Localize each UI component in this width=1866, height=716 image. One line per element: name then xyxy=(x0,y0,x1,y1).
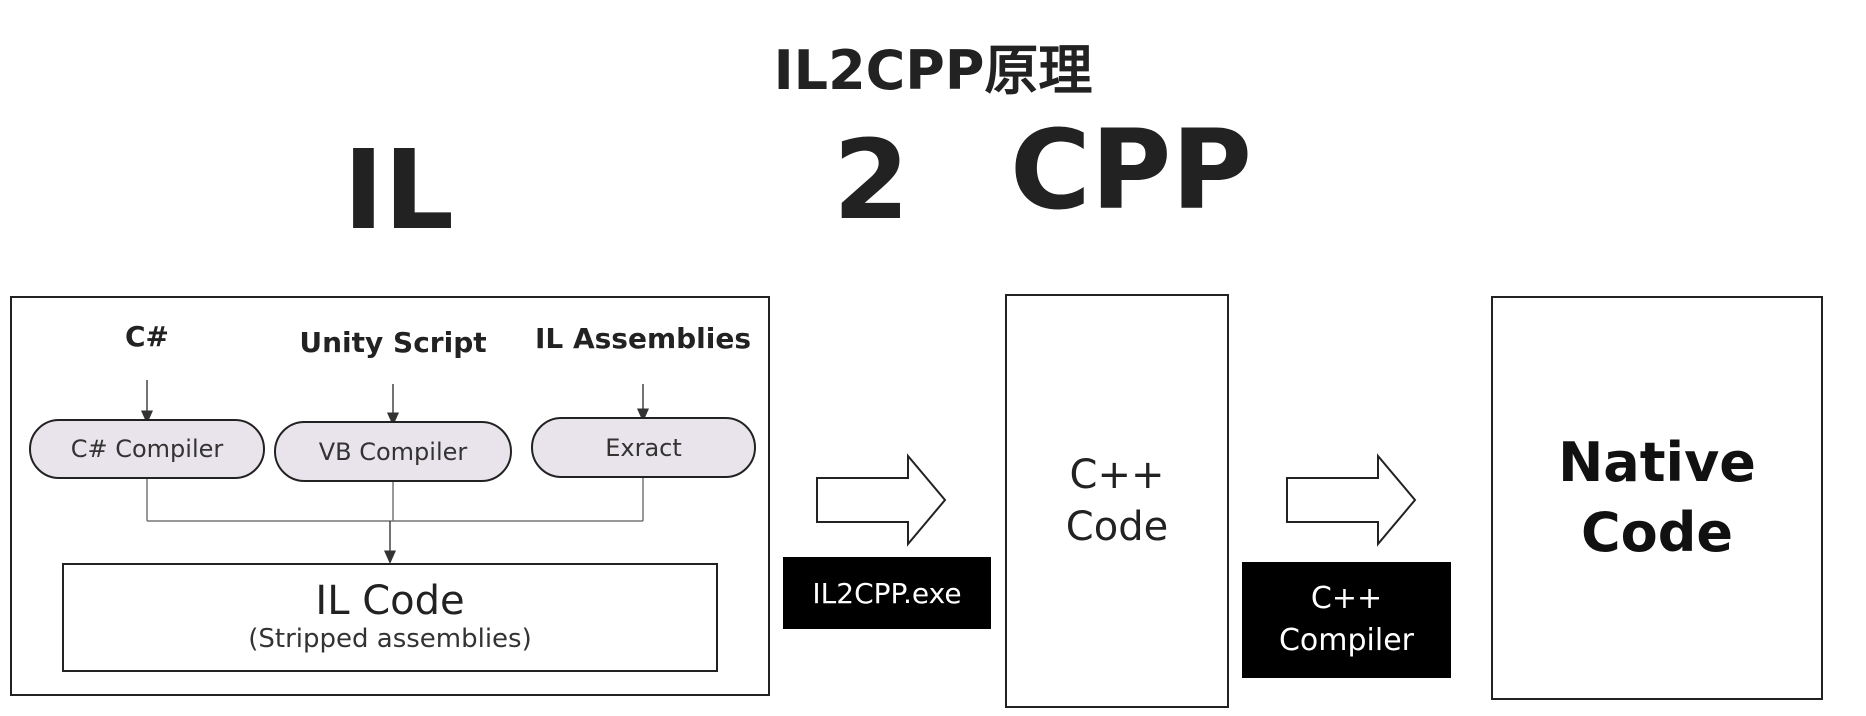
pill-vb-compiler: VB Compiler xyxy=(274,421,512,482)
il-code-box: IL Code (Stripped assemblies) xyxy=(62,563,718,672)
heading-two: 2 xyxy=(833,116,910,244)
cpp-code-line2: Code xyxy=(1065,504,1169,550)
cpp-compiler-line1: C++ xyxy=(1310,581,1383,616)
cpp-code-box: C++ Code xyxy=(1005,294,1229,708)
block-arrow-il2cpp xyxy=(816,453,947,547)
label-il2cpp-exe: IL2CPP.exe xyxy=(783,557,991,629)
pill-csharp-compiler: C# Compiler xyxy=(29,419,265,479)
il-code-subtitle: (Stripped assemblies) xyxy=(248,623,532,654)
native-code-line2: Code xyxy=(1580,501,1733,564)
cpp-compiler-line2: Compiler xyxy=(1278,623,1415,658)
source-il-assemblies: IL Assemblies xyxy=(534,322,752,355)
native-code-box: Native Code xyxy=(1491,296,1823,700)
native-code-line1: Native xyxy=(1558,430,1756,494)
heading-cpp: CPP xyxy=(1010,106,1252,234)
block-arrow-cpp-compiler xyxy=(1286,453,1417,547)
heading-il: IL xyxy=(343,126,455,254)
source-unity-script: Unity Script xyxy=(299,326,487,359)
label-cpp-compiler: C++ Compiler xyxy=(1242,562,1451,678)
il-code-title: IL Code xyxy=(315,577,465,624)
pill-exract: Exract xyxy=(531,417,756,478)
source-csharp: C# xyxy=(124,320,169,353)
page-title: IL2CPP原理 xyxy=(773,39,1093,102)
cpp-code-line1: C++ xyxy=(1069,452,1165,498)
